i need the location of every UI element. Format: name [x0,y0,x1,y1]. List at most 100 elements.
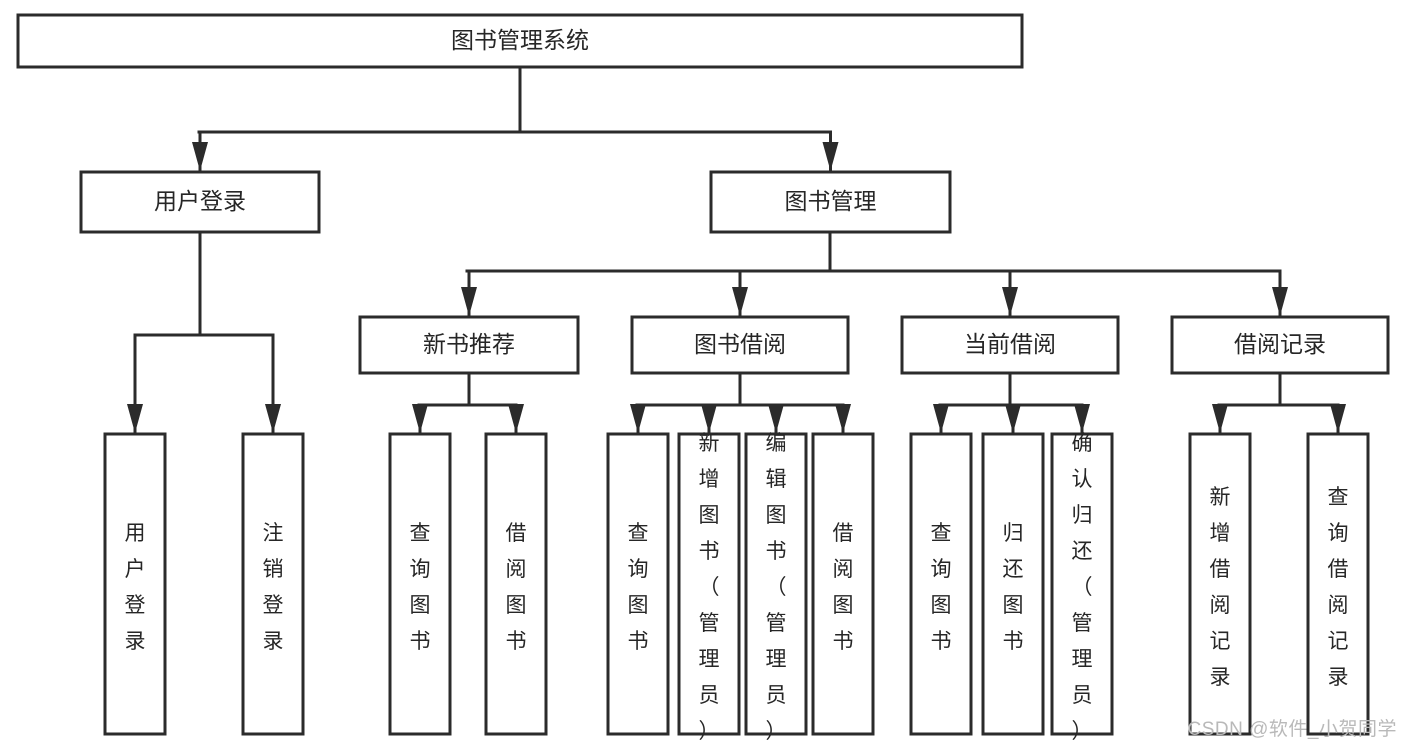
node-l2-book-manage[interactable]: 图书管理 [709,170,952,234]
arrow-head-icon [835,404,851,433]
node-box[interactable] [388,432,452,736]
connector-group [417,371,517,407]
connector-branch [461,269,477,316]
node-leaf-leaf-return-book[interactable]: 归还图书 [981,432,1045,736]
node-leaf-leaf-borrow-book-b[interactable]: 借阅图书 [811,432,875,736]
arrow-head-icon [1005,404,1021,433]
node-label: 借阅记录 [1234,331,1326,357]
connector-branch [630,403,646,433]
connector-group [938,371,1083,407]
arrow-head-icon [1272,287,1288,316]
node-leaf-leaf-logout[interactable]: 注销登录 [241,432,305,736]
connector-branch [412,403,428,433]
node-leaf-leaf-query-book-b[interactable]: 查询图书 [606,432,670,736]
node-leaf-leaf-confirm-return[interactable]: 确认归还（管理员） [1050,432,1114,743]
node-box[interactable] [677,432,741,736]
node-leaf-leaf-borrow-book-a[interactable]: 借阅图书 [484,432,548,736]
node-label: 当前借阅 [964,331,1056,357]
node-label: 查询图书 [931,522,952,653]
node-box[interactable] [1188,432,1252,736]
arrow-head-icon [1074,404,1090,433]
node-leaf-leaf-add-book[interactable]: 新增图书（管理员） [677,432,741,743]
node-label: 图书借阅 [694,331,786,357]
node-label: 查询图书 [410,522,431,653]
connector-branch [933,403,949,433]
node-label: 归还图书 [1003,522,1024,653]
connector-group [465,230,1280,273]
node-l3-book-borrow[interactable]: 图书借阅 [630,315,850,375]
connector-branch [1005,403,1021,433]
arrow-head-icon [265,404,281,433]
node-l3-borrow-record[interactable]: 借阅记录 [1170,315,1390,375]
node-box[interactable] [744,432,808,736]
nodes-layer: 图书管理系统用户登录图书管理新书推荐图书借阅当前借阅借阅记录用户登录注销登录查询… [16,13,1390,743]
node-box[interactable] [630,315,850,375]
arrow-head-icon [1212,404,1228,433]
connector-group [133,230,275,337]
node-box[interactable] [1050,432,1114,736]
node-label: 用户登录 [125,522,146,653]
connector-group [197,65,832,134]
node-box[interactable] [606,432,670,736]
node-l3-current-borrow[interactable]: 当前借阅 [900,315,1120,375]
node-l3-new-book-recommend[interactable]: 新书推荐 [358,315,580,375]
node-box[interactable] [1170,315,1390,375]
arrow-head-icon [822,142,839,171]
node-box[interactable] [811,432,875,736]
arrow-head-icon [1002,287,1018,316]
node-box[interactable] [900,315,1120,375]
node-box[interactable] [709,170,952,234]
node-label: 查询借阅记录 [1328,486,1349,689]
node-l2-user-login[interactable]: 用户登录 [79,170,321,234]
node-label: 查询图书 [628,522,649,653]
connector-branch [1074,403,1090,433]
connector-branch [1272,269,1288,316]
connector-branch [701,403,717,433]
connector-branch [265,333,281,433]
connector-group [635,371,844,407]
arrow-head-icon [1330,404,1346,433]
node-leaf-leaf-add-record[interactable]: 新增借阅记录 [1188,432,1252,736]
node-label: 新增图书（管理员） [699,432,720,743]
node-leaf-leaf-query-book-a[interactable]: 查询图书 [388,432,452,736]
node-label: 新增借阅记录 [1210,486,1231,689]
arrow-head-icon [732,287,748,316]
node-label: 编辑图书（管理员） [766,432,787,743]
node-box[interactable] [484,432,548,736]
connector-branch [1330,403,1346,433]
node-label: 注销登录 [263,522,284,653]
connector-branch [822,130,839,171]
connector-branch [732,269,748,316]
node-label: 新书推荐 [423,331,515,357]
node-leaf-leaf-user-login[interactable]: 用户登录 [103,432,167,736]
arrow-head-icon [630,404,646,433]
node-label: 确认归还（管理员） [1072,432,1093,743]
node-leaf-leaf-query-book-c[interactable]: 查询图书 [909,432,973,736]
node-box[interactable] [241,432,305,736]
node-box[interactable] [909,432,973,736]
node-box[interactable] [981,432,1045,736]
connector-branch [192,130,208,171]
connector-branch [1002,269,1018,316]
connector-branch [1212,403,1228,433]
node-box[interactable] [1306,432,1370,736]
node-box[interactable] [103,432,167,736]
node-leaf-leaf-edit-book[interactable]: 编辑图书（管理员） [744,432,808,743]
connector-branch [127,333,143,433]
arrow-head-icon [933,404,949,433]
node-leaf-leaf-query-record[interactable]: 查询借阅记录 [1306,432,1370,736]
node-box[interactable] [358,315,580,375]
node-label: 借阅图书 [833,522,854,653]
connector-branch [508,403,524,433]
node-box[interactable] [16,13,1024,69]
arrow-head-icon [461,287,477,316]
arrow-head-icon [508,404,524,433]
node-label: 用户登录 [154,188,246,214]
connector-group [1217,371,1339,407]
node-root-图书管理系统[interactable]: 图书管理系统 [16,13,1024,69]
node-label: 图书管理系统 [451,27,589,53]
node-box[interactable] [79,170,321,234]
edges-layer [127,65,1346,433]
